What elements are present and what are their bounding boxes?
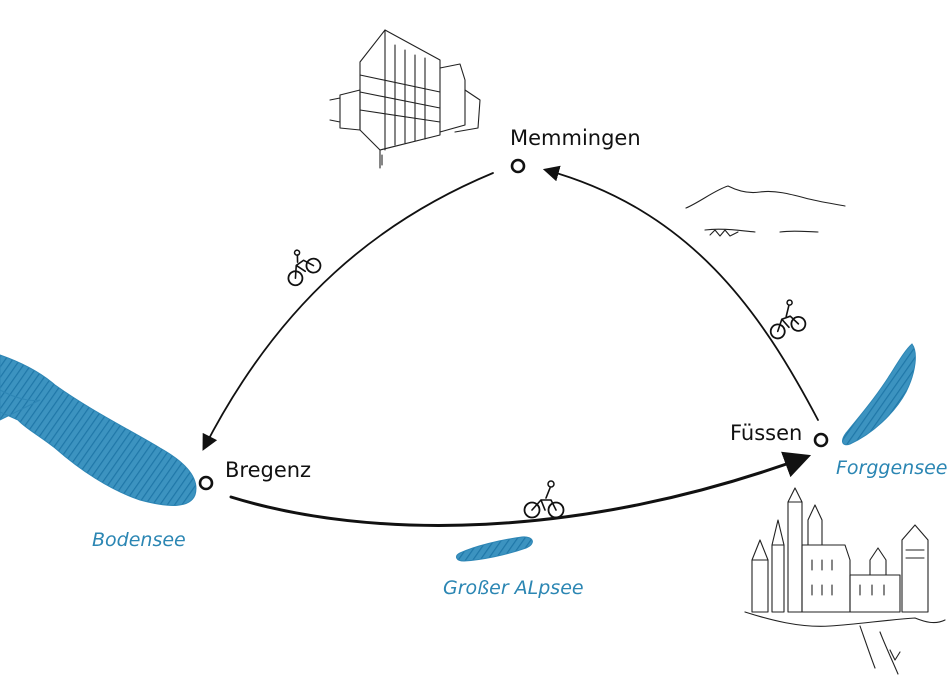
route-memmingen-bregenz bbox=[202, 172, 494, 451]
mountains-illustration bbox=[685, 185, 846, 237]
fussen-marker[interactable] bbox=[813, 432, 829, 448]
bregenz-marker[interactable] bbox=[198, 475, 214, 491]
bicycle-icon bbox=[287, 249, 322, 287]
bicycle-icon bbox=[523, 480, 565, 519]
forggensee-label: Forggensee bbox=[836, 457, 948, 479]
grosser-alpsee-label: Großer ALpsee bbox=[443, 577, 584, 599]
forggensee-lake bbox=[842, 343, 916, 446]
office-building-illustration bbox=[329, 29, 481, 169]
bregenz-label: Bregenz bbox=[225, 458, 311, 482]
memmingen-marker[interactable] bbox=[510, 158, 526, 174]
bodensee-lake bbox=[0, 354, 197, 506]
bodensee-label: Bodensee bbox=[92, 529, 186, 551]
castle-illustration bbox=[744, 487, 946, 675]
route-fussen-memmingen bbox=[542, 165, 819, 421]
memmingen-label: Memmingen bbox=[510, 126, 641, 150]
route-bregenz-fussen bbox=[229, 451, 812, 527]
fussen-label: Füssen bbox=[730, 421, 802, 445]
grosser-alpsee-lake bbox=[456, 536, 533, 562]
bicycle-icon bbox=[769, 299, 807, 340]
